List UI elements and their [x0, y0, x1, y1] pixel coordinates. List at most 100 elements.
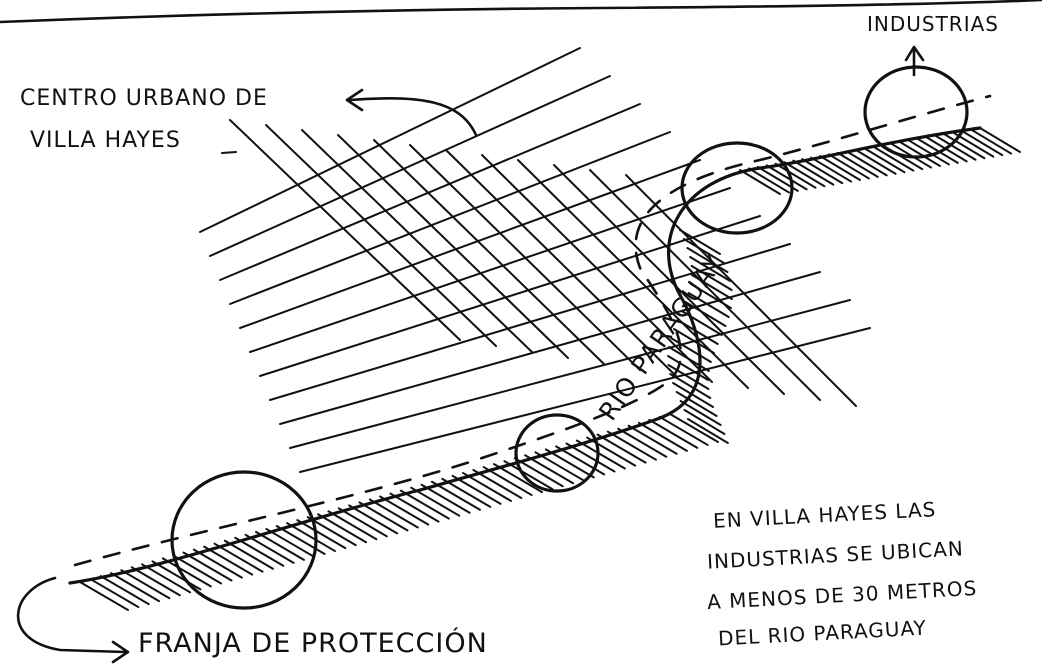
- hatch-line: [690, 265, 733, 291]
- hatch-line: [648, 418, 699, 449]
- hatch-line: [130, 566, 181, 597]
- hatch-line: [223, 539, 274, 570]
- urban-center-label-line1: CENTRO URBANO DE: [20, 86, 268, 111]
- hatch-line: [493, 463, 544, 494]
- hatch-line: [907, 139, 950, 166]
- hatch-line: [765, 164, 808, 191]
- hatch-line: [637, 421, 688, 452]
- river-hatching: [79, 127, 1021, 611]
- hatch-line: [684, 301, 727, 327]
- hatch-line: [358, 501, 409, 532]
- urban-center-label-line2: VILLA HAYES: [30, 128, 181, 153]
- hatch-line: [669, 337, 712, 363]
- hatch-line: [534, 451, 585, 482]
- street-line: [259, 215, 761, 377]
- hatch-line: [420, 483, 471, 514]
- hatch-line: [845, 150, 888, 177]
- industry-circle-3: [680, 141, 794, 235]
- hatch-line: [99, 575, 150, 606]
- industry-circle-4: [863, 65, 969, 159]
- hatch-line: [672, 328, 715, 354]
- hatch-line: [689, 283, 732, 309]
- street-line: [625, 174, 857, 407]
- hatch-line: [265, 527, 316, 558]
- street-line: [373, 139, 605, 365]
- protection-strip-arrow: [16, 576, 127, 654]
- hatch-line: [683, 409, 726, 435]
- industries-arrow-head: [904, 45, 925, 62]
- hatch-line: [872, 145, 915, 172]
- hatch-line: [524, 454, 575, 485]
- hatch-line: [747, 167, 790, 194]
- industries-label: INDUSTRIAS: [867, 12, 999, 36]
- hatch-line: [667, 355, 710, 381]
- hatch-line: [192, 548, 243, 579]
- top-border-line: [0, 0, 1042, 24]
- hatch-line: [441, 477, 492, 508]
- hatch-line: [672, 382, 715, 408]
- hatch-line: [151, 560, 202, 591]
- hatch-line: [979, 127, 1021, 153]
- hatch-line: [627, 424, 678, 455]
- hatch-line: [254, 530, 305, 561]
- street-line: [229, 131, 671, 305]
- hatch-line: [161, 557, 212, 588]
- hatch-line: [565, 442, 616, 473]
- hatch-line: [675, 391, 718, 417]
- hatch-line: [234, 536, 285, 567]
- hatch-line: [379, 495, 430, 526]
- hatch-line: [141, 563, 192, 594]
- hatch-line: [172, 554, 223, 585]
- hatch-line: [943, 133, 986, 160]
- protection-strip-dashed-line: [73, 94, 992, 567]
- hatch-line: [544, 448, 595, 479]
- hatch-line: [244, 533, 295, 564]
- hatch-line: [970, 128, 1013, 155]
- street-line: [219, 103, 641, 281]
- hatch-line: [203, 545, 254, 576]
- industry-circle-1: [170, 470, 318, 610]
- hatch-line: [79, 581, 129, 611]
- protection-strip-arrow-head: [111, 640, 130, 664]
- protection-strip-label: FRANJA DE PROTECCIÓN: [138, 628, 488, 659]
- hatch-line: [801, 158, 844, 185]
- hatch-line: [555, 445, 606, 476]
- street-line: [299, 327, 871, 473]
- street-line: [445, 149, 677, 377]
- hatch-line: [676, 319, 719, 345]
- street-line: [229, 119, 461, 341]
- hatch-line: [863, 147, 906, 174]
- hatch-line: [575, 439, 626, 470]
- hatch-line: [389, 492, 440, 523]
- street-line: [249, 187, 731, 353]
- hatch-line: [916, 137, 959, 164]
- hatch-line: [689, 256, 732, 282]
- hatch-line: [679, 400, 722, 426]
- industry-circle-2: [514, 413, 600, 493]
- street-line: [409, 144, 641, 371]
- hatch-line: [472, 469, 523, 499]
- hatch-line: [606, 430, 657, 461]
- hatch-line: [213, 542, 264, 573]
- street-line: [337, 134, 569, 359]
- hatch-line: [503, 460, 554, 491]
- street-line: [481, 154, 713, 383]
- hatch-line: [120, 569, 171, 600]
- riverbank-line: [68, 126, 982, 585]
- street-line: [289, 299, 851, 449]
- hatch-line: [686, 247, 729, 273]
- hatch-line: [617, 427, 668, 458]
- hatch-line: [451, 474, 502, 505]
- hatch-line: [739, 169, 781, 195]
- hatch-line: [482, 466, 533, 497]
- street-line: [209, 75, 611, 257]
- hatch-line: [110, 572, 161, 603]
- hatch-line: [783, 161, 826, 188]
- hatch-line: [680, 310, 723, 336]
- urban-center-arrow: [348, 97, 478, 137]
- hatch-line: [827, 153, 870, 180]
- hatch-line: [182, 551, 233, 582]
- hatch-line: [679, 229, 721, 255]
- street-line: [199, 47, 581, 233]
